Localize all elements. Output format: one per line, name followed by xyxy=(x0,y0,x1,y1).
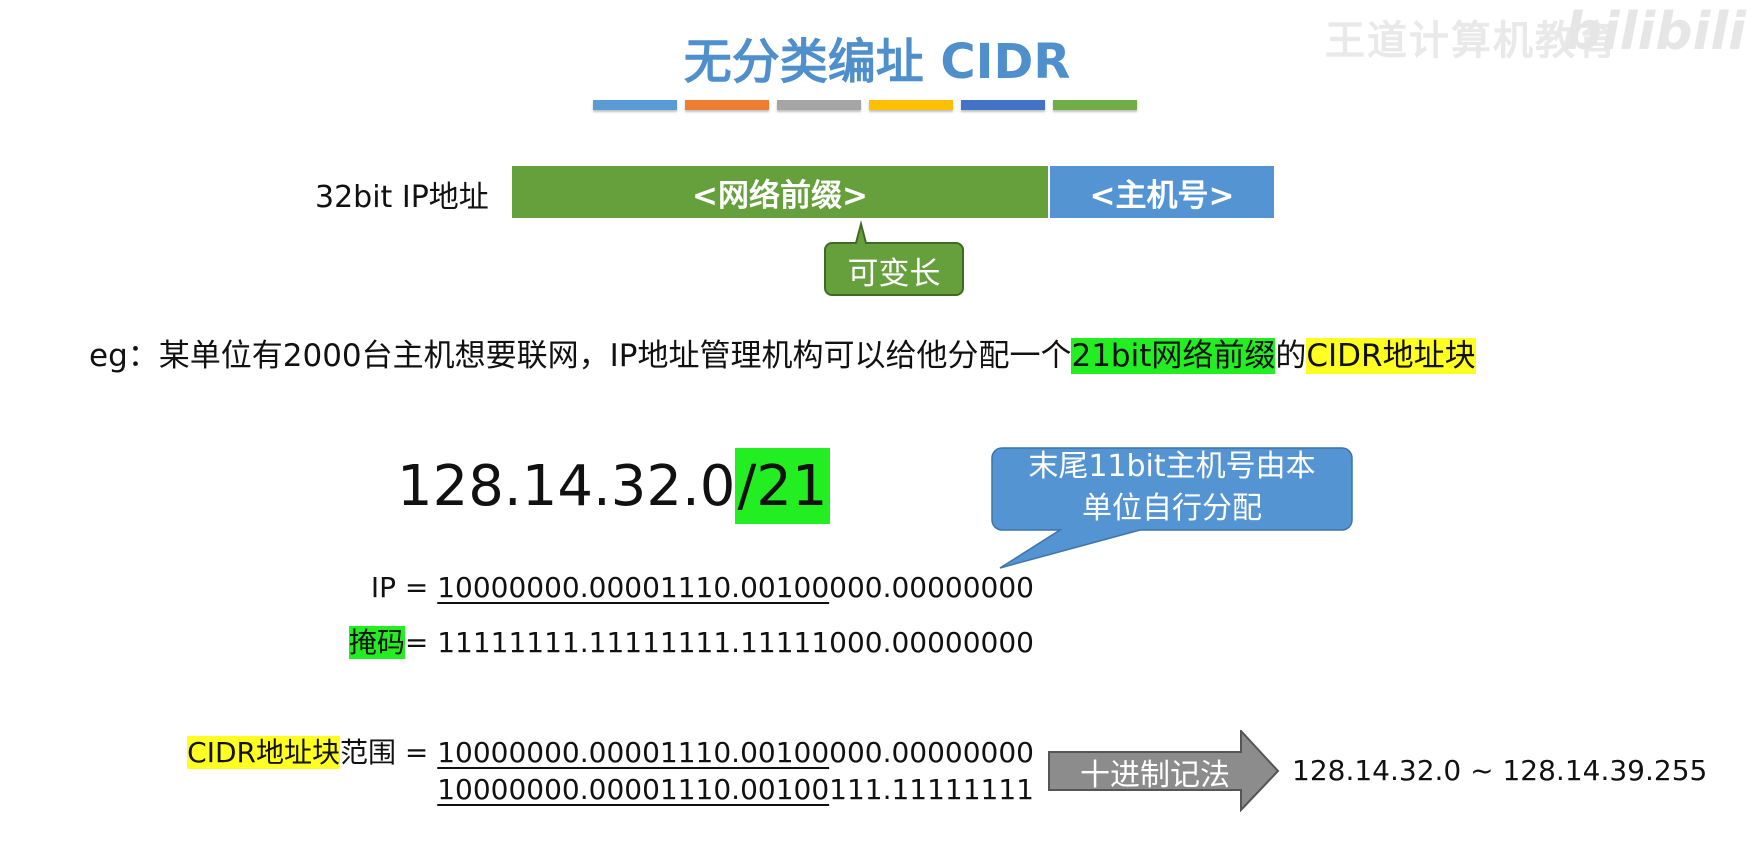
range-end-host: 111.11111111 xyxy=(829,773,1034,806)
host-allocation-text: 末尾11bit主机号由本单位自行分配 xyxy=(992,446,1352,530)
example-lead: eg：某单位有2000台主机想要联网，IP地址管理机构可以给他分配一个 xyxy=(89,338,1072,374)
network-prefix-box: <网络前缀> xyxy=(512,166,1048,218)
range-label-highlight: CIDR地址块 xyxy=(187,736,340,769)
range-start-prefix: 10000000.00001110.00100 xyxy=(437,736,830,769)
example-sentence: eg：某单位有2000台主机想要联网，IP地址管理机构可以给他分配一个21bit… xyxy=(89,330,1476,375)
ip-prefix-bits: 10000000.00001110.00100 xyxy=(437,571,830,604)
watermark-text: 王道计算机教育 xyxy=(1325,18,1619,64)
range-start-host: 000.00000000 xyxy=(829,736,1034,769)
cidr-notation: 128.14.32.0/21 xyxy=(397,448,830,524)
title-bar-segment xyxy=(961,100,1045,110)
mask-label: 掩码 xyxy=(348,626,405,659)
title-color-bar xyxy=(593,100,1137,110)
host-allocation-callout xyxy=(991,447,1353,569)
ip-host-bits: 000.00000000 xyxy=(829,571,1034,604)
range-end-prefix: 10000000.00001110.00100 xyxy=(437,773,830,806)
block-highlight: CIDR地址块 xyxy=(1306,338,1476,374)
decimal-arrow-label: 十进制记法 xyxy=(1080,758,1230,793)
page-title: 无分类编址 CIDR xyxy=(683,34,1071,90)
range-row-end: 10000000.00001110.00100111.11111111 xyxy=(437,773,1034,806)
prefix-highlight: 21bit网络前缀 xyxy=(1071,338,1276,374)
example-mid: 的 xyxy=(1275,338,1307,374)
mask-value: 11111111.11111111.11111000.00000000 xyxy=(437,626,1034,659)
variable-length-callout xyxy=(824,220,964,296)
title-bar-segment xyxy=(777,100,861,110)
range-label: 范围 = xyxy=(339,736,438,769)
range-row-start: CIDR地址块范围 = 10000000.00001110.00100000.0… xyxy=(187,731,1034,771)
cidr-suffix: /21 xyxy=(735,448,830,524)
ip-label: IP = xyxy=(370,571,438,604)
bilibili-logo: bilibili xyxy=(1564,2,1746,62)
ip-binary-row: IP = 10000000.00001110.00100000.00000000 xyxy=(371,571,1034,604)
host-number-box: <主机号> xyxy=(1050,166,1274,218)
ip-address-label: 32bit IP地址 xyxy=(315,180,489,215)
title-bar-segment xyxy=(1053,100,1137,110)
title-bar-segment xyxy=(593,100,677,110)
callout-line-2: 单位自行分配 xyxy=(1082,491,1262,526)
cidr-address: 128.14.32.0 xyxy=(397,453,736,519)
mask-binary-row: 掩码= 11111111.11111111.11111000.00000000 xyxy=(348,621,1034,661)
variable-length-text: 可变长 xyxy=(847,255,941,292)
decimal-range-result: 128.14.32.0 ~ 128.14.39.255 xyxy=(1292,754,1708,787)
mask-eq: = xyxy=(404,626,438,659)
title-bar-segment xyxy=(685,100,769,110)
callout-line-1: 末尾11bit主机号由本 xyxy=(1028,449,1316,484)
title-bar-segment xyxy=(869,100,953,110)
decimal-arrow-icon xyxy=(1048,730,1280,812)
